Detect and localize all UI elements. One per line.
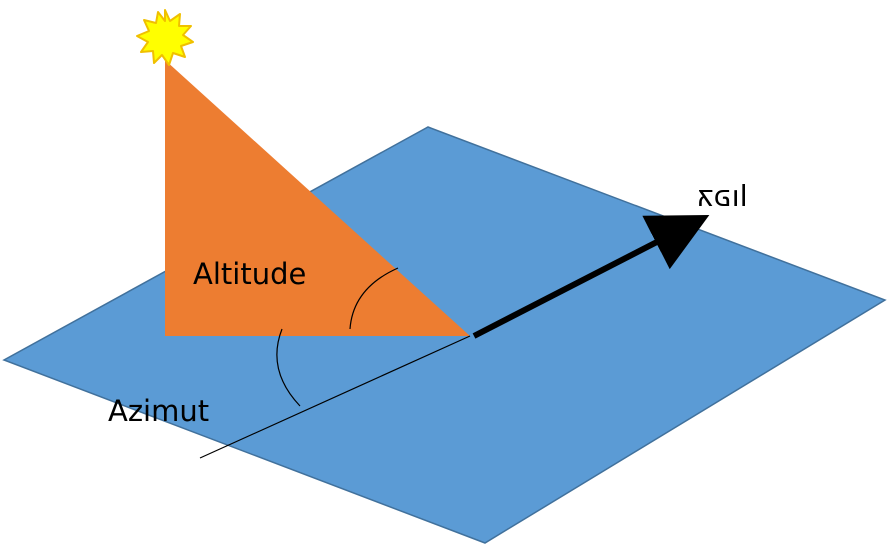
sun-icon	[136, 9, 194, 66]
altitude-angle-arc	[349, 267, 399, 330]
altitude-triangle	[165, 60, 470, 336]
azimuth-reference-line	[199, 335, 471, 459]
north-direction-arrow	[472, 215, 710, 339]
azimuth-angle-arc	[276, 328, 301, 407]
north-label: צפון	[696, 183, 747, 217]
azimuth-label: Azimut	[108, 394, 209, 428]
altitude-label: Altitude	[193, 257, 306, 291]
